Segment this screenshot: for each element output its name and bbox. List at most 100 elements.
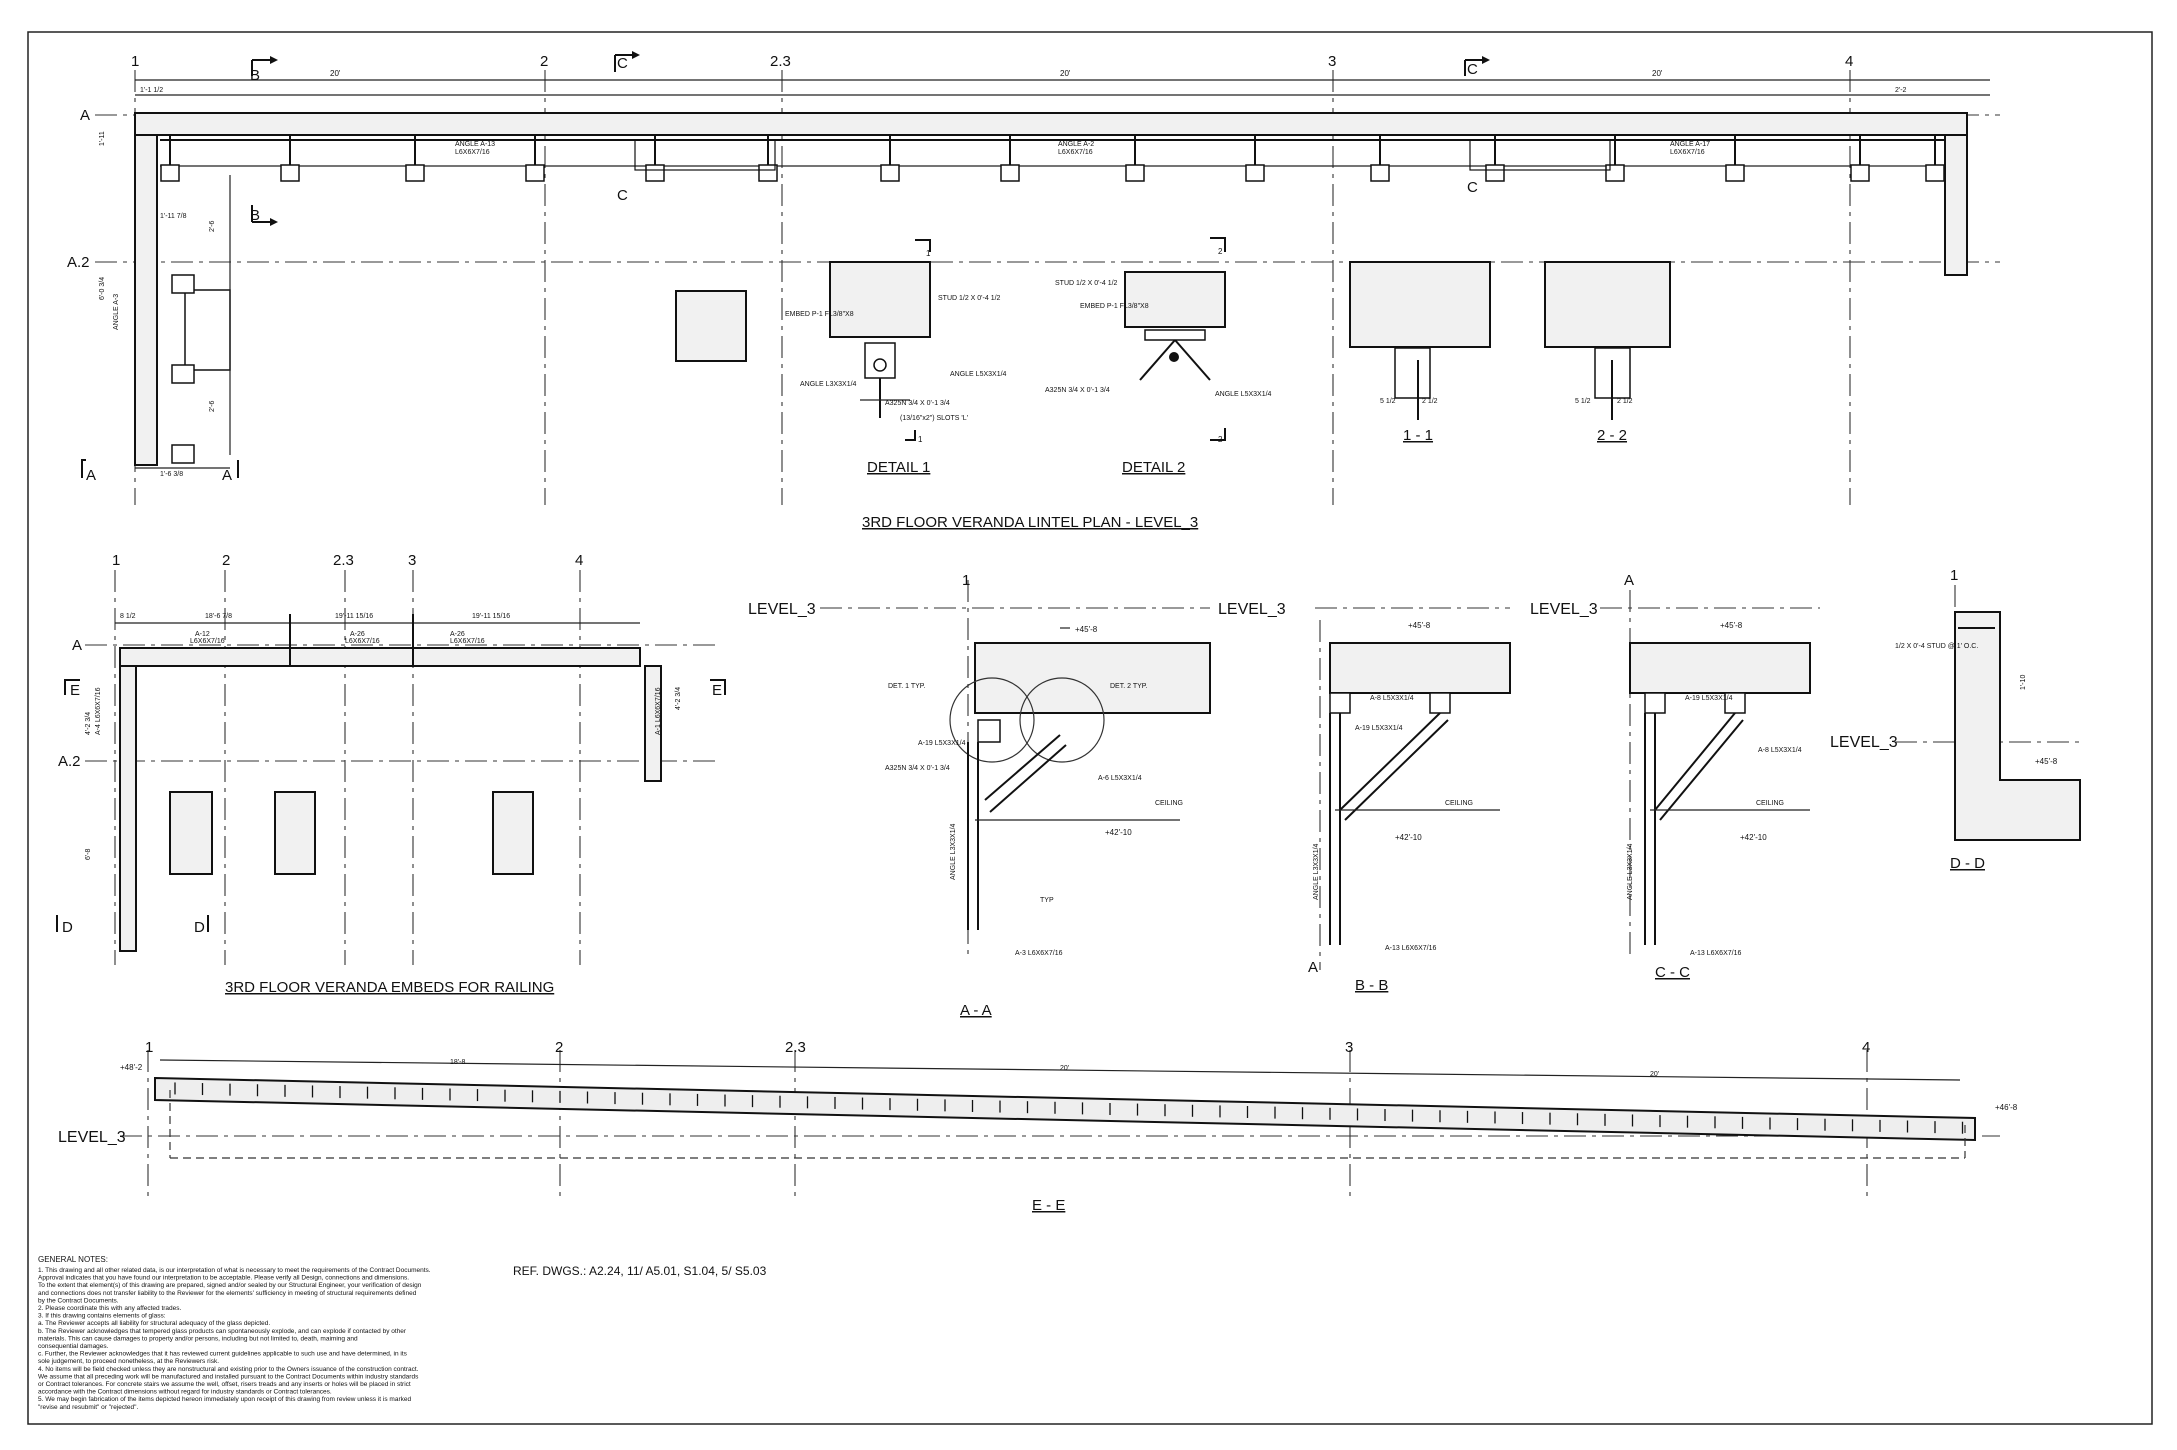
section-marker-c-right: C C [1464, 56, 1490, 196]
aa-title: A - A [960, 1002, 992, 1019]
plan-grid-4: 4 [1845, 53, 1853, 70]
emb-dim-r1: 4'-2 3/4 [675, 687, 682, 710]
cc-plate-l [1644, 692, 1666, 714]
emb-slab-right [644, 665, 662, 782]
notes-line: and connections does not transfer liabil… [38, 1290, 417, 1297]
detail1-cut-1: 1 [926, 249, 931, 258]
notes-line: or Contract tolerances. For concrete sta… [38, 1381, 411, 1388]
plan-hanger-clip [1125, 164, 1145, 182]
emb-dim-0: 8 1/2 [120, 613, 136, 620]
bb-elev2: +42'-10 [1395, 833, 1422, 842]
ee-slab [154, 1076, 1976, 1142]
notes-line: Approval indicates that you have found o… [38, 1275, 409, 1282]
aa-det1-bubble [949, 677, 1035, 763]
notes-line: accordance with the Contract dimensions … [38, 1389, 332, 1396]
emb-grid-3: 3 [408, 552, 416, 569]
dd-level: LEVEL_3 [1830, 734, 1898, 751]
notes-line: We assume that all preceding work will b… [38, 1373, 419, 1380]
plan-angle-a2-size: L6X6X7/16 [1058, 149, 1093, 156]
section-2-2: 5 1/2 2 1/2 2 - 2 [1544, 261, 1671, 444]
plan-hanger-clip [1485, 164, 1505, 182]
detail2-embed: EMBED P-1 FL3/8"X8 [1080, 303, 1149, 310]
plan-hanger-clip [1000, 164, 1020, 182]
detail1-cut-1b: 1 [918, 435, 923, 444]
dd-height: 1'-10 [2020, 675, 2027, 690]
section-e-e: 1 2 2.3 3 4 18'-8 20' 20' +48'-2 +46'-8 … [58, 1039, 2018, 1214]
plan-slab-right [1944, 134, 1968, 276]
ee-grid-4: 4 [1862, 1039, 1870, 1056]
section-b-label-2: B [250, 207, 260, 224]
detail-1: STUD 1/2 X 0'-4 1/2 EMBED P-1 FL3/8"X8 A… [785, 239, 1007, 476]
plan-clip-3 [171, 444, 195, 464]
lintel-plan: 1 2 2.3 3 4 A A.2 20' 20' 20' 1'-1 1/2 2… [67, 51, 2000, 531]
emb-d-right: D [194, 919, 205, 936]
notes-line: 5. We may begin fabrication of the items… [38, 1396, 411, 1403]
plan-title: 3RD FLOOR VERANDA LINTEL PLAN - LEVEL_3 [862, 514, 1198, 531]
emb-label-a12-size: L6X6X7/16 [190, 638, 225, 645]
plan-dim-2: 20' [1060, 69, 1071, 78]
plan-hanger-clip [1605, 164, 1625, 182]
emb-d-left: D [62, 919, 73, 936]
emb-label-a12: A-12 [195, 631, 210, 638]
plan-concrete-block [675, 290, 747, 362]
emb-plate-2 [274, 791, 316, 875]
plan-dim-v5: 1'-11 7/8 [160, 213, 187, 220]
section-c-label-3: C [1467, 61, 1478, 78]
plan-hanger-set [160, 135, 1945, 182]
plan-dim-1: 20' [330, 69, 341, 78]
bb-title: B - B [1355, 977, 1388, 994]
cc-level: LEVEL_3 [1530, 601, 1598, 618]
notes-line: 2. Please coordinate this with any affec… [38, 1305, 182, 1312]
notes-heading: GENERAL NOTES: [38, 1255, 108, 1264]
notes-line: b. The Reviewer acknowledges that temper… [38, 1328, 407, 1335]
detail2-cut-2b: 2 [1218, 435, 1223, 444]
cc-a8: A-8 L5X3X1/4 [1758, 747, 1802, 754]
notes-line: "revise and resubmit" or "rejected". [38, 1404, 138, 1411]
detail2-plate [1144, 329, 1206, 341]
plan-hanger-clip [1245, 164, 1265, 182]
detail2-stud: STUD 1/2 X 0'-4 1/2 [1055, 280, 1118, 287]
emb-grid-A: A [72, 637, 82, 654]
plan-dim-v1: 1'-11 [99, 131, 106, 146]
plan-angle-a13-size: L6X6X7/16 [455, 149, 490, 156]
plan-grid-2-3: 2.3 [770, 53, 791, 70]
cc-angle: ANGLE L3X3X1/4 [1627, 843, 1634, 900]
bb-grid: A [1308, 959, 1318, 976]
ee-title: E - E [1032, 1197, 1065, 1214]
ee-dim-3: 20' [1650, 1071, 1659, 1078]
notes-line: a. The Reviewer accepts all liability fo… [38, 1320, 270, 1327]
plan-hanger-clip [1370, 164, 1390, 182]
emb-plate-3 [492, 791, 534, 875]
cc-slab [1629, 642, 1811, 694]
emb-plate-1 [169, 791, 213, 875]
aa-det2: DET. 2 TYP. [1110, 683, 1148, 690]
ee-elev-right: +46'-8 [1995, 1103, 2018, 1112]
aa-grid: 1 [962, 572, 970, 589]
plan-slab-left [134, 134, 158, 466]
dd-grid: 1 [1950, 567, 1958, 584]
plan-hanger-clip [160, 164, 180, 182]
dd-stud: 1/2 X 0'-4 STUD @ 1' O.C. [1895, 643, 1978, 650]
bb-a8: A-8 L5X3X1/4 [1370, 695, 1414, 702]
plan-hanger-clip [1925, 164, 1945, 182]
plan-angle-a17-size: L6X6X7/16 [1670, 149, 1705, 156]
cc-elev2: +42'-10 [1740, 833, 1767, 842]
section-marker-b-top: B [250, 56, 278, 84]
sec11-d2: 2 1/2 [1422, 398, 1438, 405]
embeds-plan: 1 2 2.3 3 4 A A.2 8 1/2 18'-6 7/8 19'-11… [56, 552, 726, 996]
emb-slab-top [119, 647, 641, 667]
emb-dim-v1: 4'-2 3/4 [85, 712, 92, 735]
ee-elev-left: +48'-2 [120, 1063, 143, 1072]
emb-e-left: E [70, 682, 80, 699]
plan-hanger-clip [645, 164, 665, 182]
emb-dim-v2: 6'-8 [85, 848, 92, 860]
plan-hanger-clip [525, 164, 545, 182]
plan-grid-3: 3 [1328, 53, 1336, 70]
emb-grid-2: 2 [222, 552, 230, 569]
cc-title: C - C [1655, 964, 1690, 981]
detail1-bolt: A325N 3/4 X 0'-1 3/4 [885, 400, 950, 407]
aa-angle: ANGLE L3X3X1/4 [950, 823, 957, 880]
emb-e-right: E [712, 682, 722, 699]
ee-dim-2: 20' [1060, 1065, 1069, 1072]
aa-plate [977, 719, 1001, 743]
